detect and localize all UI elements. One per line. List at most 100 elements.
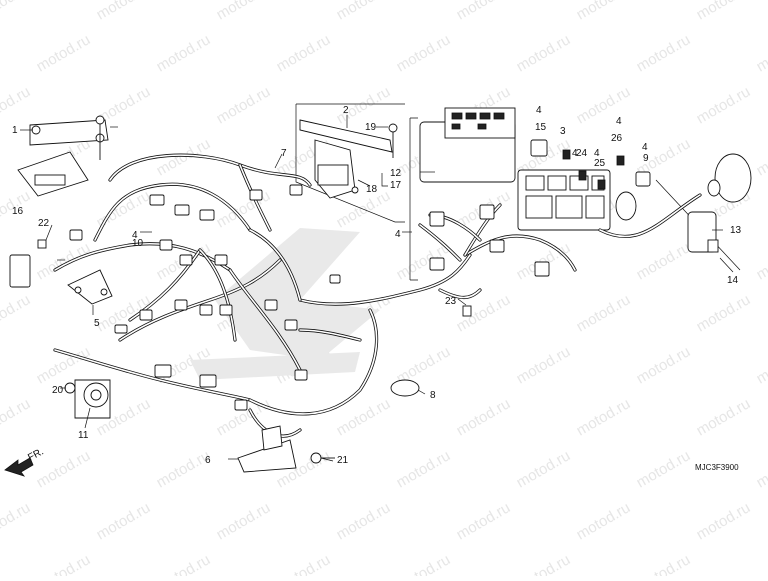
watermark-text: motod.ru <box>214 499 274 543</box>
callout-number: 21 <box>337 455 349 466</box>
watermark-text: motod.ru <box>154 551 214 576</box>
front-direction-label: FR. <box>26 446 45 463</box>
connector <box>290 185 302 195</box>
watermark-text: motod.ru <box>754 343 768 387</box>
callout-number: 4 <box>616 116 622 127</box>
callout-number: 17 <box>390 180 402 191</box>
callout-number: 25 <box>594 158 606 169</box>
callout-number: 3 <box>560 126 566 137</box>
watermark-text: motod.ru <box>454 395 514 439</box>
callout-number: 22 <box>38 218 50 229</box>
watermark-text: motod.ru <box>34 31 94 75</box>
watermark-text: motod.ru <box>0 83 33 127</box>
watermark-text: motod.ru <box>514 239 574 283</box>
watermark-text: motod.ru <box>754 31 768 75</box>
connector <box>115 325 127 333</box>
watermark-text: motod.ru <box>214 83 274 127</box>
callout-number: 4 <box>594 148 600 159</box>
connector <box>200 210 214 220</box>
callout-number: 12 <box>390 168 402 179</box>
watermark-text: motod.ru <box>694 0 754 23</box>
watermark-text: motod.ru <box>0 0 33 23</box>
connector <box>330 275 340 283</box>
connector <box>535 262 549 276</box>
watermark-text: motod.ru <box>514 551 574 576</box>
callout-number: 6 <box>205 455 211 466</box>
watermark-text: motod.ru <box>634 239 694 283</box>
watermark-text: motod.ru <box>394 31 454 75</box>
connector <box>70 230 82 240</box>
callout-number: 2 <box>343 105 349 116</box>
connector <box>150 195 164 205</box>
callout-number: 1 <box>12 125 18 136</box>
bottom-brackets <box>238 380 419 472</box>
watermark-text: motod.ru <box>574 0 634 23</box>
callout-number: 4 <box>642 142 648 153</box>
watermark-text: motod.ru <box>514 31 574 75</box>
callout-number: 13 <box>730 225 742 236</box>
watermark-text: motod.ru <box>694 395 754 439</box>
callout-number: 15 <box>535 122 547 133</box>
watermark-text: motod.ru <box>574 291 634 335</box>
connector <box>295 370 307 380</box>
callout-number: 26 <box>611 133 623 144</box>
watermark-text: motod.ru <box>574 83 634 127</box>
callout-number: 23 <box>445 296 457 307</box>
callout-number: 11 <box>78 430 89 441</box>
callout-number: 20 <box>52 385 64 396</box>
watermark-text: motod.ru <box>574 499 634 543</box>
watermark-text: motod.ru <box>694 499 754 543</box>
callout-number: 18 <box>366 184 378 195</box>
connector <box>490 240 504 252</box>
watermark-text: motod.ru <box>334 0 394 23</box>
connector <box>430 212 444 226</box>
callout-number: 5 <box>94 318 100 329</box>
watermark-text: motod.ru <box>274 551 334 576</box>
watermark-text: motod.ru <box>214 187 274 231</box>
connector <box>215 255 227 265</box>
watermark-text: motod.ru <box>694 291 754 335</box>
watermark-text: motod.ru <box>394 551 454 576</box>
callout-number: 4 <box>572 148 578 159</box>
connector <box>140 310 152 320</box>
callout-number: 9 <box>643 153 649 164</box>
watermark-text: motod.ru <box>634 447 694 491</box>
watermark-text: motod.ru <box>754 447 768 491</box>
connector <box>430 258 444 270</box>
watermark-text: motod.ru <box>214 0 274 23</box>
watermark-text: motod.ru <box>454 0 514 23</box>
watermark-text: motod.ru <box>634 343 694 387</box>
callout-number: 7 <box>281 148 287 159</box>
callout-number: 4 <box>395 229 401 240</box>
watermark-text: motod.ru <box>0 499 33 543</box>
connector <box>200 375 216 387</box>
connector <box>250 190 262 200</box>
connector <box>200 305 212 315</box>
watermark-text: motod.ru <box>574 395 634 439</box>
watermark-text: motod.ru <box>154 447 214 491</box>
connector <box>175 205 189 215</box>
watermark-text: motod.ru <box>754 135 768 179</box>
watermark-text: motod.ru <box>394 447 454 491</box>
callout-number: 4 <box>132 230 138 241</box>
callout-number: 16 <box>12 206 24 217</box>
watermark-text: motod.ru <box>0 395 33 439</box>
connector <box>480 205 494 219</box>
watermark-text: motod.ru <box>514 343 574 387</box>
watermark-text: motod.ru <box>454 499 514 543</box>
watermark-text: motod.ru <box>94 0 154 23</box>
watermark-text: motod.ru <box>154 31 214 75</box>
watermark-text: motod.ru <box>0 291 33 335</box>
watermark-text: motod.ru <box>94 499 154 543</box>
callout-number: 19 <box>365 122 377 133</box>
drawing-code: MJC3F3900 <box>695 463 739 472</box>
watermark-text: motod.ru <box>514 447 574 491</box>
watermark-text: motod.ru <box>634 31 694 75</box>
callout-number: 4 <box>536 105 542 116</box>
fuse-box-group <box>410 108 751 280</box>
connector <box>175 300 187 310</box>
watermark-text: motod.ru <box>274 31 334 75</box>
